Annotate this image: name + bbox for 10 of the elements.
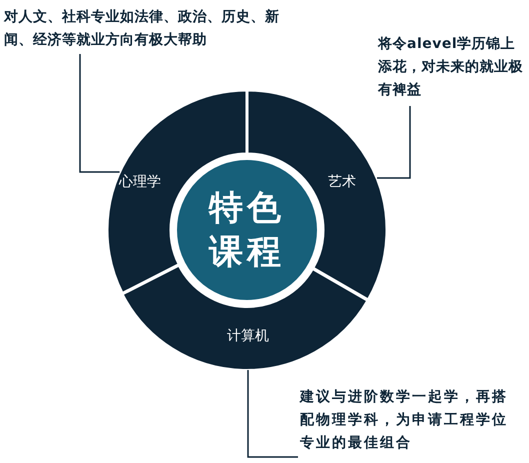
segment-label: 心理学 bbox=[118, 173, 161, 191]
leader-line bbox=[377, 106, 411, 179]
segment-label: 艺术 bbox=[328, 173, 356, 191]
note-text: 建议与进阶数学一起学，再搭配物理学科，为申请工程学位专业的最佳组合 bbox=[300, 386, 515, 455]
leader-line bbox=[247, 370, 298, 458]
leader-line bbox=[79, 54, 120, 173]
note-text: 对人文、社科专业如法律、政治、历史、新闻、经济等就业方向有极大帮助 bbox=[4, 6, 304, 52]
donut-segment bbox=[107, 90, 247, 294]
segment-label: 计算机 bbox=[226, 326, 269, 345]
note-text: 将令alevel学历锦上添花，对未来的就业极有裨益 bbox=[378, 33, 528, 102]
